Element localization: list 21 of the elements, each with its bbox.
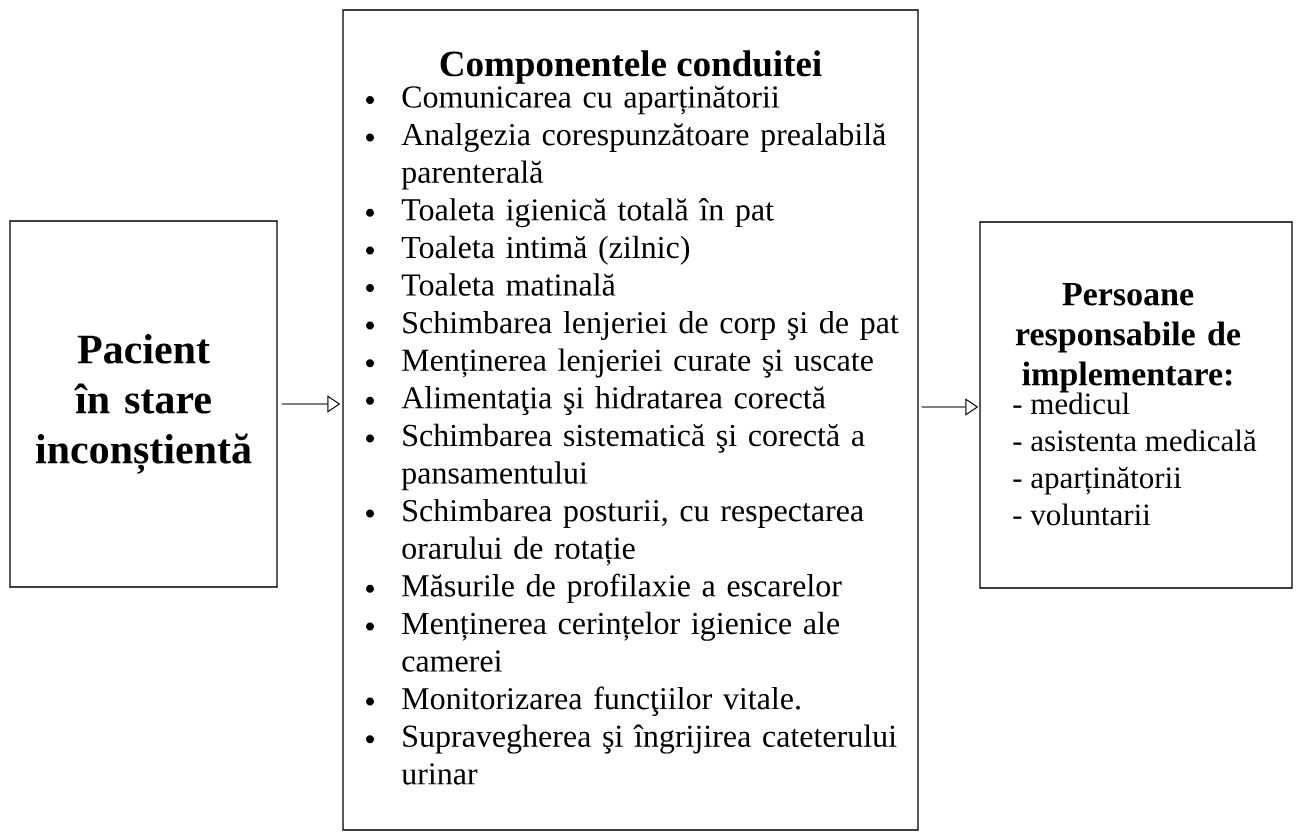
bullet-item: Toaleta intimă (zilnic) xyxy=(366,235,690,265)
bullet-item: Schimbarea sistematică şi corectă a pansamentului xyxy=(366,423,865,491)
list-item: - voluntarii xyxy=(1013,503,1151,526)
bullet-item: Măsurile de profilaxie a escarelor xyxy=(366,573,842,604)
box-heading: Persoane responsabile de implementare: xyxy=(1015,282,1241,393)
bullet-item: Toaleta matinală xyxy=(366,273,616,296)
list-item: - asistenta medicală xyxy=(1013,429,1257,452)
list-item: - aparținătorii xyxy=(1013,466,1182,495)
list-item: - medicul xyxy=(1013,392,1130,415)
box-heading: Componentele conduitei xyxy=(440,50,822,84)
bullet-item: Schimbarea lenjeriei de corp şi de pat xyxy=(366,310,899,340)
bullet-item: Monitorizarea funcţiilor vitale. xyxy=(366,686,800,716)
bullet-item: Analgezia corespunzătoare prealabilă parenterală xyxy=(366,122,886,190)
bullet-item: Comunicarea cu aparținătorii xyxy=(366,85,780,115)
bullet-item: Menținerea cerințelor igienice ale camerei xyxy=(366,611,840,672)
bullet-item: Supravegherea şi îngrijirea cateterului urinar xyxy=(366,724,897,785)
bullet-item: Toaleta igienică totală în pat xyxy=(366,198,774,228)
bullet-item: Menținerea lenjeriei curate şi uscate xyxy=(366,348,873,378)
text-box: Pacient în stare inconștientă xyxy=(9,220,278,588)
bullet-item: Alimentaţia şi hidratarea corectă xyxy=(366,386,826,416)
bullet-item: Schimbarea posturii, cu respectarea orarului de rotație xyxy=(366,498,864,566)
